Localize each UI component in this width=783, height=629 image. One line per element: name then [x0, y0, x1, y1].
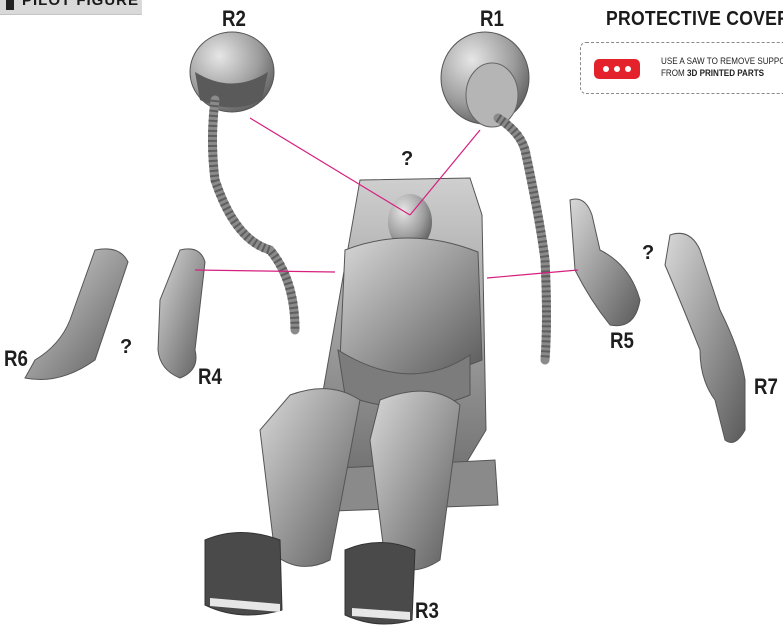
- helmet-r2: [190, 32, 295, 330]
- label-r7: R7: [754, 374, 778, 400]
- arm-r7: [665, 233, 745, 442]
- leader-r2: [250, 118, 410, 215]
- arm-r4: [158, 249, 205, 378]
- label-r1: R1: [480, 6, 504, 32]
- leader-r4: [195, 270, 335, 272]
- label-r4: R4: [198, 364, 222, 390]
- leader-r5: [487, 270, 578, 278]
- arm-r6: [25, 249, 128, 380]
- unknown-marker-left-arm: ?: [120, 336, 132, 359]
- label-r2: R2: [222, 6, 246, 32]
- label-r5: R5: [610, 328, 634, 354]
- label-r3: R3: [415, 598, 439, 624]
- unknown-marker-right-arm: ?: [642, 242, 654, 265]
- pilot-body-r3: [205, 194, 482, 624]
- arm-r5: [570, 199, 640, 326]
- label-r6: R6: [4, 346, 28, 372]
- unknown-marker-head: ?: [401, 148, 413, 171]
